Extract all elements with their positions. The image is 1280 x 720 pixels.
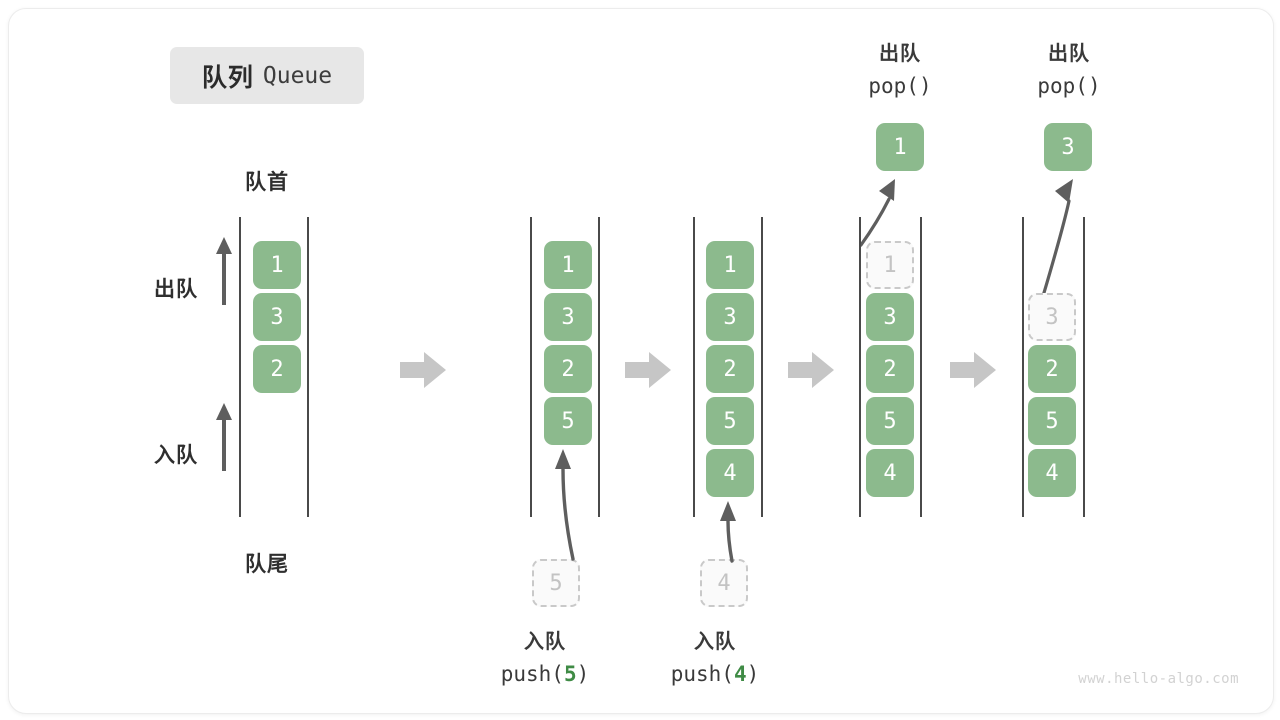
step-arrow-icon-1 <box>400 352 446 388</box>
step-arrow-icon-4 <box>950 352 996 388</box>
stage-5-cell-2: 5 <box>1028 397 1076 445</box>
diagram-title-en: Queue <box>262 62 333 89</box>
stage-2-op-line1: 入队 <box>524 631 566 653</box>
stage-3-cell-0: 1 <box>706 241 754 289</box>
stage-3-rail-right <box>761 217 763 517</box>
stage-2-rail-right <box>598 217 600 517</box>
stage-4-rail-left <box>859 217 861 517</box>
stage-1-cell-2: 2 <box>253 345 301 393</box>
diagram-title-cn: 队列 <box>201 63 254 92</box>
diagram-title-badge: 队列 Queue <box>170 47 364 104</box>
stage-2-cell-0: 1 <box>544 241 592 289</box>
stage-4-op-line2: pop() <box>868 74 932 98</box>
stage-3-cell-3: 5 <box>706 397 754 445</box>
stage-3-operation-label: 入队 push(4) <box>630 627 800 691</box>
enqueue-direction-label: 入队 <box>154 444 198 467</box>
stage-1-rail-right <box>307 217 309 517</box>
stage-4-floating-cell: 1 <box>876 123 924 171</box>
stage-4-cell-1: 3 <box>866 293 914 341</box>
stage-2-rail-left <box>530 217 532 517</box>
stage-5-operation-label: 出队 pop() <box>984 39 1154 103</box>
queue-head-label: 队首 <box>245 171 289 194</box>
dequeue-direction-arrow-icon <box>216 237 232 305</box>
stage-1-rail-left <box>239 217 241 517</box>
stage-2-cell-2: 2 <box>544 345 592 393</box>
watermark: www.hello-algo.com <box>1078 671 1239 687</box>
stage-4-cell-2: 2 <box>866 345 914 393</box>
stage-5-rail-left <box>1022 217 1024 517</box>
stage-4-operation-label: 出队 pop() <box>815 39 985 103</box>
stage-5-op-line1: 出队 <box>1048 43 1090 65</box>
stage-1-cell-1: 3 <box>253 293 301 341</box>
stage-3-op-line2: push(4) <box>670 662 760 686</box>
stage-2-operation-label: 入队 push(5) <box>460 627 630 691</box>
stage-5-pop-arrow-icon <box>1039 179 1073 305</box>
stage-1-cell-0: 1 <box>253 241 301 289</box>
step-arrow-icon-3 <box>788 352 834 388</box>
stage-2-cell-3: 5 <box>544 397 592 445</box>
stage-5-op-line2: pop() <box>1037 74 1101 98</box>
stage-5-cell-3: 4 <box>1028 449 1076 497</box>
dequeue-direction-label: 出队 <box>154 278 198 301</box>
stage-3-rail-left <box>693 217 695 517</box>
stage-3-cell-4: 4 <box>706 449 754 497</box>
stage-2-push-arrow-icon <box>555 449 575 561</box>
stage-4-cell-4: 4 <box>866 449 914 497</box>
stage-3-cell-2: 2 <box>706 345 754 393</box>
stage-2-incoming-ghost-cell: 5 <box>532 559 580 607</box>
step-arrow-icon-2 <box>625 352 671 388</box>
stage-3-op-line1: 入队 <box>694 631 736 653</box>
queue-tail-label: 队尾 <box>245 553 289 576</box>
stage-4-cell-0: 1 <box>866 241 914 289</box>
stage-5-cell-0: 3 <box>1028 293 1076 341</box>
enqueue-direction-arrow-icon <box>216 403 232 471</box>
stage-2-op-line2: push(5) <box>500 662 590 686</box>
stage-2-cell-1: 3 <box>544 293 592 341</box>
stage-5-rail-right <box>1083 217 1085 517</box>
stage-4-cell-3: 5 <box>866 397 914 445</box>
stage-5-cell-1: 2 <box>1028 345 1076 393</box>
stage-5-floating-cell: 3 <box>1044 123 1092 171</box>
stage-3-cell-1: 3 <box>706 293 754 341</box>
stage-4-pop-arrow-icon <box>859 179 895 247</box>
stage-3-incoming-ghost-cell: 4 <box>700 559 748 607</box>
diagram-canvas: 队列 Queue 队首 队尾 出队 入队 1 3 2 1 3 2 5 5 <box>8 8 1274 714</box>
stage-3-push-arrow-icon <box>720 501 736 563</box>
stage-4-op-line1: 出队 <box>879 43 921 65</box>
stage-4-rail-right <box>920 217 922 517</box>
